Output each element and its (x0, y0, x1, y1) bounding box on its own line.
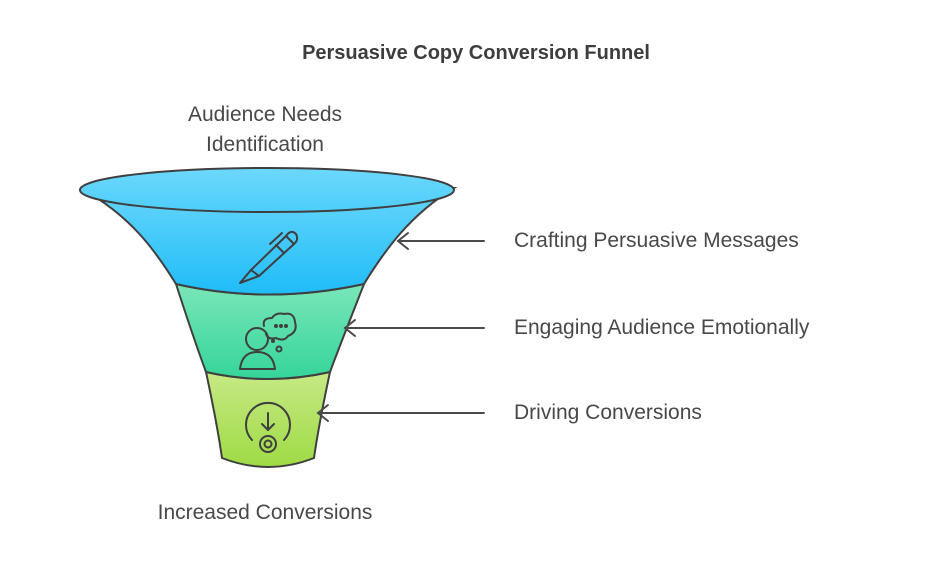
funnel-rim (79, 167, 455, 213)
funnel-top-label-line1: Audience Needs (187, 103, 343, 126)
arrow-stage-2 (343, 319, 485, 337)
funnel-stage-2 (174, 282, 366, 380)
stage-label-2: Engaging Audience Emotionally (514, 316, 810, 339)
pen-icon (239, 230, 299, 284)
person-thought-icon (239, 312, 297, 370)
arrow-stage-1 (396, 232, 485, 250)
funnel-top-label-line2: Identification (206, 133, 324, 156)
funnel-stage-1 (79, 187, 458, 296)
conversion-target-icon (245, 401, 291, 453)
funnel-top-label: Audience Needs Identification (140, 100, 390, 160)
stage-label-1: Crafting Persuasive Messages (514, 229, 799, 252)
diagram-title: Persuasive Copy Conversion Funnel (302, 42, 650, 64)
arrow-stage-3 (316, 404, 485, 422)
stage-label-3: Driving Conversions (514, 401, 702, 424)
funnel-bottom-label: Increased Conversions (157, 501, 373, 524)
